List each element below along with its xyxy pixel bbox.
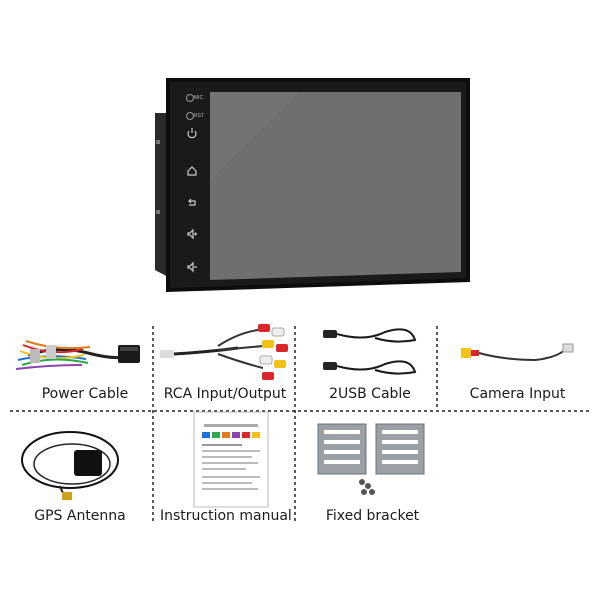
usb-cable-label: 2USB Cable (329, 386, 411, 402)
instruction-manual-label: Instruction manual (160, 508, 292, 524)
gps-antenna-label: GPS Antenna (34, 508, 126, 524)
power-cable-label: Power Cable (41, 386, 129, 402)
usb-cable-image (323, 328, 417, 375)
instruction-manual-image (193, 411, 269, 508)
head-unit (155, 78, 470, 292)
gps-antenna-image (21, 431, 119, 500)
screws (359, 479, 375, 495)
volume-down-icon[interactable] (187, 261, 197, 273)
reset-icon[interactable] (186, 112, 194, 120)
reset-label: RST (194, 113, 204, 119)
power-cable-image (15, 340, 140, 370)
side-buttons (187, 128, 197, 273)
camera-cable-image (461, 343, 574, 362)
fixed-bracket-image (317, 423, 425, 495)
mic-icon[interactable] (186, 94, 194, 102)
volume-up-icon[interactable] (187, 228, 197, 240)
screen (210, 92, 461, 280)
fixed-bracket-label: Fixed bracket (325, 508, 420, 524)
home-icon[interactable] (187, 166, 197, 176)
rca-cable-label: RCA Input/Output (163, 386, 287, 402)
power-icon[interactable] (187, 128, 197, 139)
back-icon[interactable] (188, 198, 196, 206)
rca-cable-image (160, 324, 288, 380)
mic-label: MIC (194, 95, 204, 101)
camera-input-label: Camera Input (469, 386, 566, 402)
